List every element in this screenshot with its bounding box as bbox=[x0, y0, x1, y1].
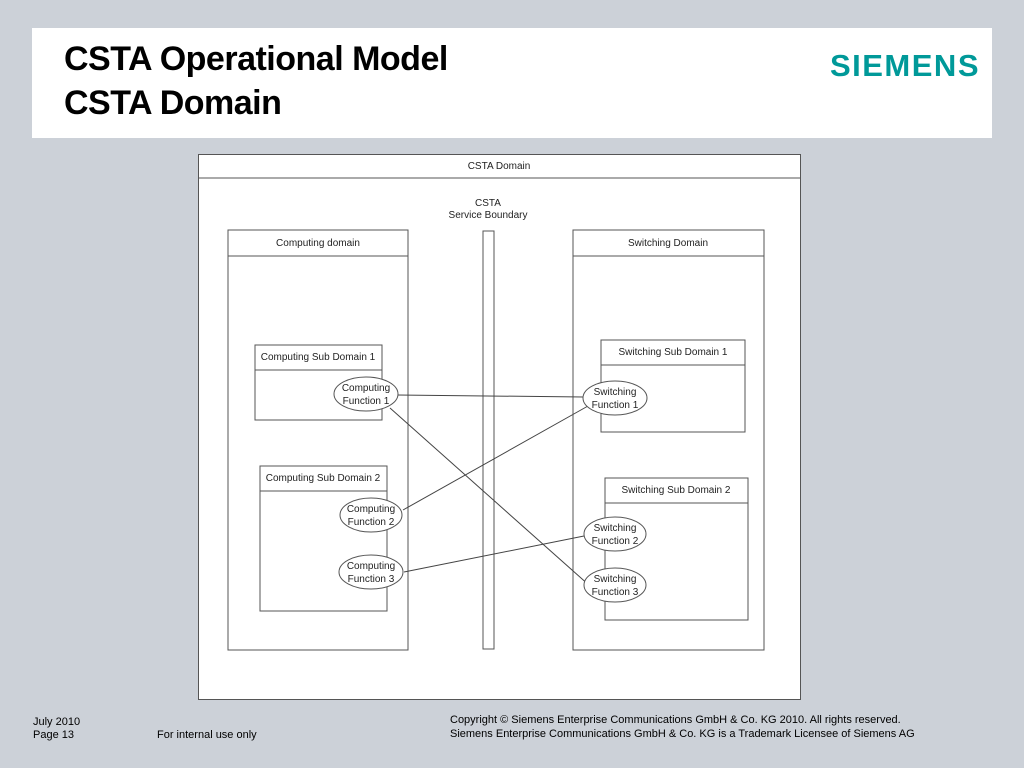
switching-function-2-label-b: Function 2 bbox=[592, 536, 639, 547]
slide-header: CSTA Operational Model CSTA Domain SIEME… bbox=[32, 28, 992, 138]
switching-function-1-node bbox=[582, 380, 648, 416]
slide-title-line-1: CSTA Operational Model bbox=[64, 40, 448, 78]
csta-diagram: CSTA Domain CSTA Service Boundary Comput… bbox=[198, 154, 801, 700]
switching-function-1-label-b: Function 1 bbox=[592, 400, 639, 411]
computing-function-1-label-b: Function 1 bbox=[343, 396, 390, 407]
boundary-label-2: Service Boundary bbox=[449, 210, 528, 221]
csta-domain-label: CSTA Domain bbox=[468, 161, 531, 172]
link-cf3-sf2 bbox=[403, 535, 585, 573]
link-cf1-sf1 bbox=[396, 394, 585, 398]
diagram-svg: CSTA Domain CSTA Service Boundary Comput… bbox=[198, 154, 801, 700]
computing-function-1-label-a: Computing bbox=[342, 383, 390, 394]
computing-function-2-label-b: Function 2 bbox=[348, 517, 395, 528]
switching-function-3-label-b: Function 3 bbox=[592, 587, 639, 598]
switching-sub-domain-2-label: Switching Sub Domain 2 bbox=[622, 485, 731, 496]
switching-domain-label: Switching Domain bbox=[628, 238, 708, 249]
link-cf1-sf3 bbox=[389, 407, 591, 587]
computing-function-2-label-a: Computing bbox=[347, 504, 395, 515]
switching-sub-domain-1-label: Switching Sub Domain 1 bbox=[619, 347, 728, 358]
computing-function-3-node bbox=[338, 554, 404, 590]
computing-function-1-node bbox=[333, 376, 399, 412]
link-cf2-sf1 bbox=[402, 405, 589, 511]
service-boundary-bar bbox=[482, 230, 495, 650]
footer-page: Page 13 bbox=[33, 729, 74, 741]
computing-sub-domain-2-label: Computing Sub Domain 2 bbox=[266, 473, 381, 484]
footer-trademark: Siemens Enterprise Communications GmbH &… bbox=[450, 728, 915, 740]
switching-function-2-label-a: Switching bbox=[594, 523, 637, 534]
switching-function-3-node bbox=[583, 567, 647, 603]
slide-title-line-2: CSTA Domain bbox=[64, 84, 282, 122]
boundary-label-1: CSTA bbox=[475, 198, 501, 209]
footer-date: July 2010 bbox=[33, 716, 81, 728]
computing-sub-domain-1-label: Computing Sub Domain 1 bbox=[261, 352, 376, 363]
footer-internal-note: For internal use only bbox=[157, 729, 257, 741]
switching-function-3-label-a: Switching bbox=[594, 574, 637, 585]
computing-function-3-label-a: Computing bbox=[347, 561, 395, 572]
computing-domain-label: Computing domain bbox=[276, 238, 360, 249]
footer-copyright: Copyright © Siemens Enterprise Communica… bbox=[450, 714, 901, 726]
computing-function-3-label-b: Function 3 bbox=[348, 574, 395, 585]
siemens-logo: SIEMENS bbox=[829, 48, 980, 83]
switching-function-2-node bbox=[583, 516, 647, 552]
computing-function-2-node bbox=[339, 497, 403, 533]
switching-function-1-label-a: Switching bbox=[594, 387, 637, 398]
